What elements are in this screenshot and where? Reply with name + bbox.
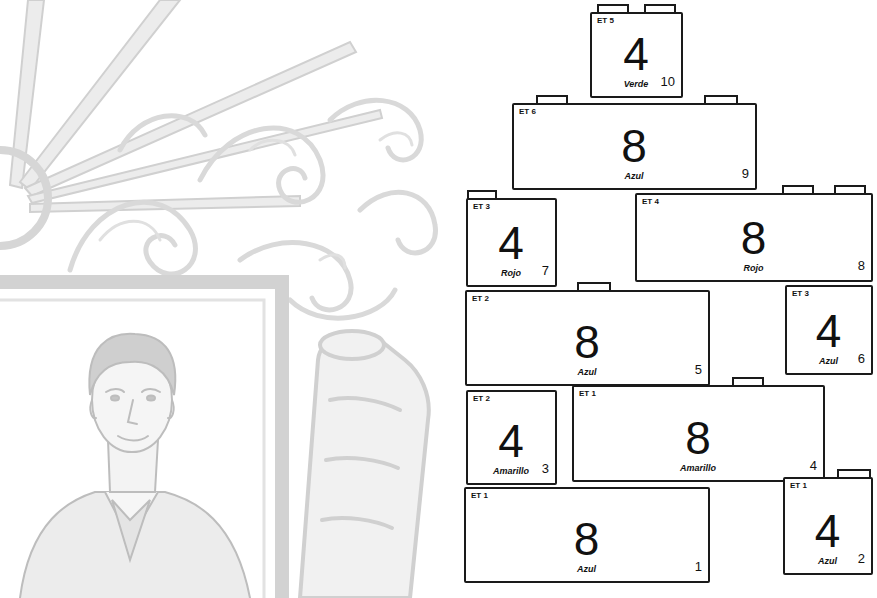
lego-brick: ET 1 8Azul 1 [464,487,710,583]
stage-label: ET 2 [472,294,489,303]
piece-count: 8 [685,415,711,461]
stage-label: ET 3 [792,289,809,298]
stage-label: ET 6 [519,107,536,116]
stage-label: ET 5 [597,16,614,25]
lego-brick: ET 3 4Azul 6 [785,285,873,375]
color-name: Verde [624,79,649,89]
lego-brick: ET 1 4Azul 2 [783,477,873,575]
color-name: Amarillo [493,466,529,476]
piece-count: 8 [574,516,600,562]
piece-count: 4 [498,418,524,464]
piece-count: 8 [574,319,600,365]
piece-count: 4 [498,220,524,266]
color-name: Rojo [501,268,521,278]
color-name: Azul [818,556,837,566]
stage-label: ET 3 [473,202,490,211]
lego-brick: ET 6 8Azul 9 [512,103,757,190]
lego-brick: ET 1 8Amarillo 4 [572,385,825,482]
lego-brick: ET 2 8Azul 5 [465,290,710,386]
piece-count: 4 [815,508,841,554]
stage-label: ET 2 [473,394,490,403]
piece-number: 7 [542,264,549,279]
piece-count: 8 [741,215,767,261]
lego-brick: ET 5 4Verde 10 [590,12,683,98]
piece-number: 2 [858,552,865,567]
piece-number: 5 [695,363,702,378]
piece-number: 4 [810,459,817,474]
lego-brick: ET 3 4Rojo 7 [466,198,557,287]
lego-brick: ET 48Rojo8 [635,193,873,282]
color-name: Azul [578,367,597,377]
piece-number: 3 [542,462,549,477]
color-name: Amarillo [680,463,716,473]
color-name: Rojo [744,263,764,273]
piece-count: 4 [623,31,649,77]
piece-number: 9 [742,167,749,182]
piece-count: 4 [816,308,842,354]
color-name: Azul [577,564,596,574]
piece-number: 10 [661,75,675,90]
lego-brick: ET 2 4Amarillo 3 [466,390,557,485]
stage-label: ET 1 [790,481,807,490]
piece-number: 8 [858,259,865,274]
stage-label: ET 1 [471,491,488,500]
piece-count: 8 [621,123,647,169]
stage-label: ET 1 [579,389,596,398]
color-name: Azul [819,356,838,366]
piece-number: 1 [695,560,702,575]
color-name: Azul [625,171,644,181]
piece-number: 6 [858,352,865,367]
stage-label: ET 4 [642,197,659,206]
